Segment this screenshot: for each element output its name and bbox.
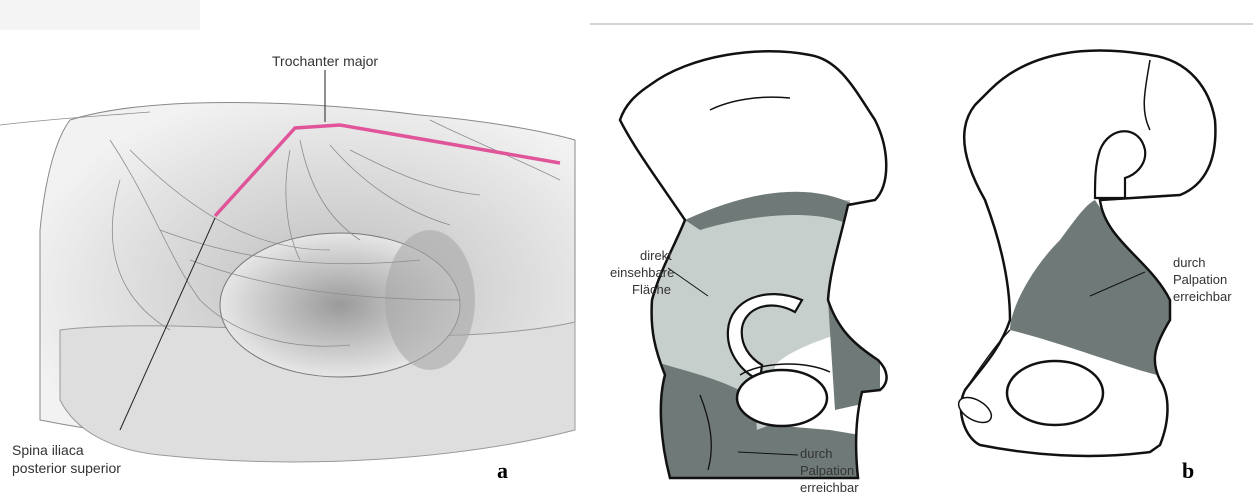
panel-b-pelvis-diagram: direkt einsehbare Fläche durch Palpation… bbox=[590, 0, 1253, 502]
label-direkt: direkt bbox=[640, 248, 672, 263]
label-flaeche: Fläche bbox=[632, 282, 671, 297]
label-einsehbare: einsehbare bbox=[610, 265, 674, 280]
label-spina-line1: Spina iliaca bbox=[12, 442, 84, 458]
right-pelvis-bone bbox=[954, 51, 1215, 456]
label-left-palpation: Palpation bbox=[800, 463, 854, 478]
label-spina-line2: posterior superior bbox=[12, 460, 121, 476]
background-smudge bbox=[0, 0, 200, 30]
label-left-erreichbar: erreichbar bbox=[800, 480, 859, 495]
obturator-foramen-right bbox=[1007, 361, 1103, 425]
panel-letter-a: a bbox=[497, 458, 508, 484]
pelvis-drawing: direkt einsehbare Fläche durch Palpation… bbox=[590, 0, 1253, 502]
panel-a-hip-illustration: Trochanter major Spina iliaca posterior … bbox=[0, 0, 580, 502]
label-trochanter-major: Trochanter major bbox=[272, 53, 378, 69]
label-right-palpation: Palpation bbox=[1173, 272, 1227, 287]
hip-drawing: Trochanter major Spina iliaca posterior … bbox=[0, 0, 580, 502]
label-left-durch: durch bbox=[800, 446, 833, 461]
panel-letter-b: b bbox=[1182, 458, 1194, 484]
label-right-erreichbar: erreichbar bbox=[1173, 289, 1232, 304]
label-right-durch: durch bbox=[1173, 255, 1206, 270]
obturator-foramen-left bbox=[737, 370, 827, 426]
